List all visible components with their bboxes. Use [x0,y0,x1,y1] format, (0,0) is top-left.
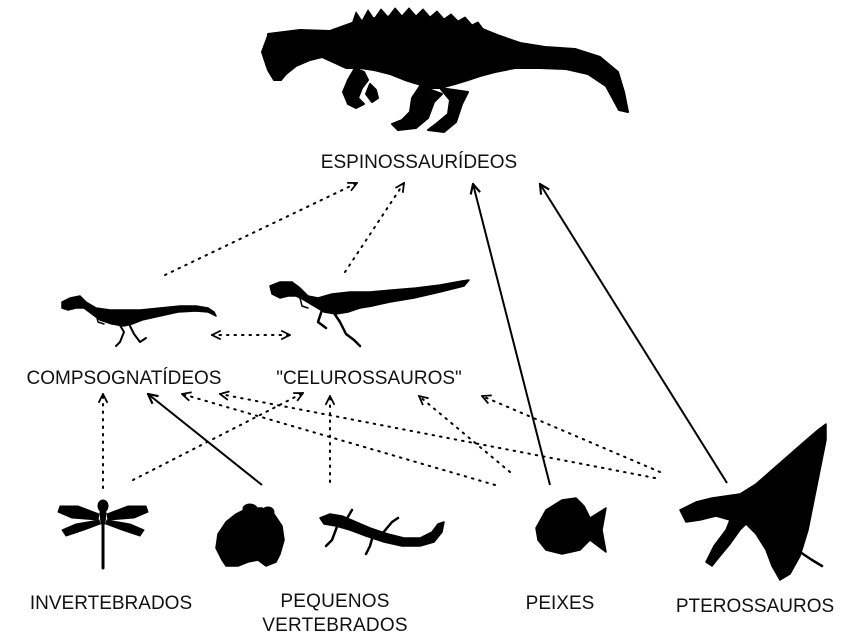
edge-peixes-to-celurossauros [419,396,510,472]
fish-silhouette [536,498,606,554]
pterosaur-silhouette [680,424,826,580]
label-peixes: PEIXES [526,593,595,614]
edge-peixes-to-compsognatideos [182,394,495,485]
edge-celurossauros-to-espinossaurideos [345,183,404,272]
spinosaurid-silhouette [262,8,628,132]
label-invertebrados: INVERTEBRADOS [30,593,192,614]
compsognathid-silhouette [62,296,216,346]
frog-silhouette [216,504,284,566]
coelurosaur-silhouette [270,280,469,346]
edge-pterossauros-to-espinossaurideos [540,184,727,483]
edge-pterossauros-to-celurossauros [482,396,660,472]
edges [103,183,727,488]
edge-pterossauros-to-compsognatideos [220,394,655,478]
label-celurossauros: "CELUROSSAUROS" [276,368,462,389]
label-pequenos-vertebrados: PEQUENOS VERTEBRADOS [250,590,420,638]
label-compsognatideos: COMPSOGNATÍDEOS [27,368,222,389]
label-pterossauros: PTEROSSAUROS [676,596,834,617]
lizard-silhouette [320,510,444,554]
dragonfly-silhouette [58,500,148,568]
label-espinossaurideos: ESPINOSSAURÍDEOS [321,152,517,173]
edge-pequenos-vertebrados-to-compsognatideos [148,394,262,485]
edge-compsognatideos-to-espinossaurideos [165,183,357,275]
edge-peixes-to-espinossaurideos [473,184,550,485]
